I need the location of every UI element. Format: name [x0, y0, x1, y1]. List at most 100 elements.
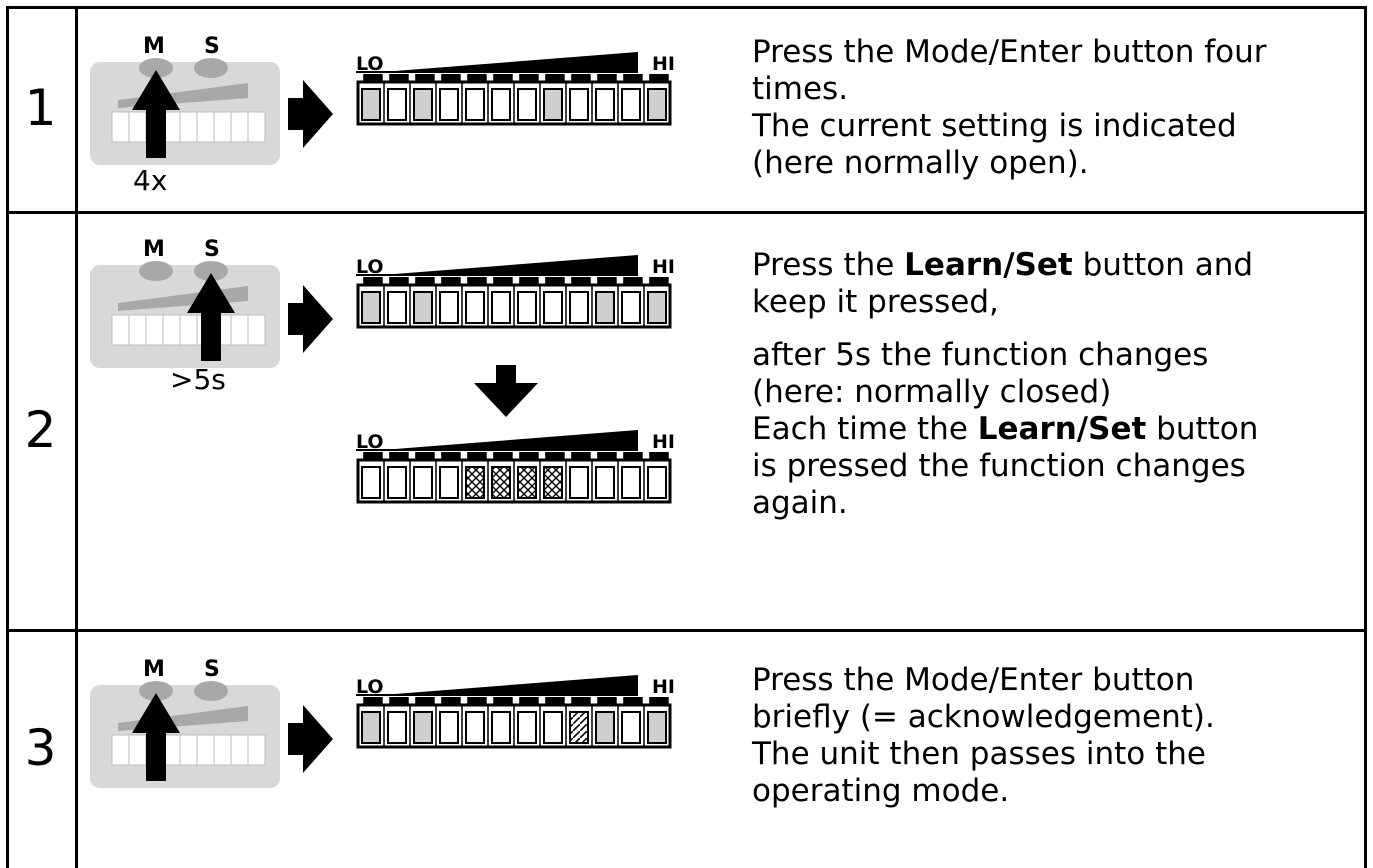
sensor-device-icon: M S — [90, 657, 280, 788]
segment-tab — [467, 452, 487, 461]
right-arrow-icon — [288, 80, 333, 148]
led-segment-10 — [595, 88, 615, 121]
segment-tab — [623, 452, 643, 461]
step-2-para-3-line-2: is pressed the function changes — [752, 448, 1246, 484]
level-wedge — [382, 52, 638, 72]
segment-tab — [597, 277, 617, 286]
lo-label: LO — [356, 53, 384, 75]
segment-tab — [415, 697, 435, 706]
led-segment-10 — [595, 291, 615, 324]
step-2-para-1-line-2: keep it pressed, — [752, 284, 999, 320]
segment-tab — [441, 277, 461, 286]
row-divider-2 — [6, 629, 1367, 632]
led-segment-7 — [517, 466, 537, 499]
press-duration-label: >5s — [170, 363, 226, 396]
step-2-para-2-line-2: (here: normally closed) — [752, 374, 1112, 410]
led-segment-4 — [439, 291, 459, 324]
s-button-label: S — [204, 34, 220, 59]
led-segment-1 — [361, 466, 381, 499]
led-segment-5 — [465, 466, 485, 499]
hi-label: HI — [652, 256, 675, 278]
led-segment-5 — [465, 88, 485, 121]
step-3-line-2: briefly (= acknowledgement). — [752, 699, 1215, 735]
segment-tab — [467, 277, 487, 286]
row-divider-1 — [6, 211, 1367, 214]
segment-tab — [363, 74, 383, 83]
m-button-label: M — [143, 237, 165, 262]
hi-label: HI — [652, 431, 675, 453]
led-segment-2 — [387, 466, 407, 499]
led-segment-5 — [465, 711, 485, 744]
led-segment-11 — [621, 711, 641, 744]
segment-tab — [467, 74, 487, 83]
segment-tab — [389, 74, 409, 83]
led-segment-11 — [621, 291, 641, 324]
step-number-1: 1 — [24, 79, 57, 137]
sensor-device-icon: M S — [90, 237, 280, 368]
segment-tab — [441, 452, 461, 461]
led-segment-12 — [647, 291, 667, 324]
segment-tab — [545, 697, 565, 706]
segment-tab — [493, 74, 513, 83]
led-segment-6 — [491, 88, 511, 121]
column-divider — [75, 6, 78, 868]
segment-tab — [597, 697, 617, 706]
led-segment-8 — [543, 466, 563, 499]
led-segment-12 — [647, 88, 667, 121]
lo-label: LO — [356, 256, 384, 278]
right-arrow-icon — [288, 705, 333, 773]
step-1-line-4: (here normally open). — [752, 145, 1089, 181]
s-button-label: S — [204, 237, 220, 262]
led-segment-8 — [543, 291, 563, 324]
segment-tab — [571, 277, 591, 286]
level-wedge — [382, 430, 638, 450]
segment-tab — [363, 697, 383, 706]
step-2-para-3-line-3: again. — [752, 485, 848, 521]
step-3-line-3: The unit then passes into the — [752, 736, 1206, 772]
segment-tab — [571, 74, 591, 83]
led-segment-3 — [413, 88, 433, 121]
segment-tab — [441, 74, 461, 83]
segment-tab — [389, 452, 409, 461]
segment-tab — [363, 277, 383, 286]
led-segment-5 — [465, 291, 485, 324]
segment-tab — [467, 697, 487, 706]
step-2-text: Press the Learn/Set button and keep it p… — [752, 247, 1258, 522]
segment-tab — [623, 277, 643, 286]
segment-tab — [597, 74, 617, 83]
step-2-para-3: Each time the Learn/Set button — [752, 411, 1259, 447]
led-segment-9 — [569, 466, 589, 499]
segment-tab — [649, 452, 669, 461]
segment-tab — [649, 697, 669, 706]
sensor-device-icon: M S — [90, 34, 280, 165]
led-segment-8 — [543, 711, 563, 744]
led-segment-11 — [621, 88, 641, 121]
led-segment-9 — [569, 711, 589, 744]
m-button-label: M — [143, 657, 165, 682]
led-segment-4 — [439, 88, 459, 121]
segment-tab — [623, 697, 643, 706]
segment-tab — [389, 697, 409, 706]
press-arrow-icon — [187, 273, 235, 361]
segment-tab — [519, 452, 539, 461]
s-button-label: S — [204, 657, 220, 682]
step-1-line-1: Press the Mode/Enter button four — [752, 34, 1267, 70]
segment-tab — [649, 74, 669, 83]
segment-tab — [545, 74, 565, 83]
led-segment-12 — [647, 466, 667, 499]
step-3-line-1: Press the Mode/Enter button — [752, 662, 1195, 698]
led-segment-9 — [569, 88, 589, 121]
step-number-2: 2 — [24, 401, 57, 459]
led-segment-6 — [491, 466, 511, 499]
led-segment-10 — [595, 466, 615, 499]
step-3-text: Press the Mode/Enter button briefly (= a… — [752, 662, 1215, 810]
step-1-text: Press the Mode/Enter button four times. … — [752, 34, 1267, 182]
table-frame — [6, 6, 1367, 868]
